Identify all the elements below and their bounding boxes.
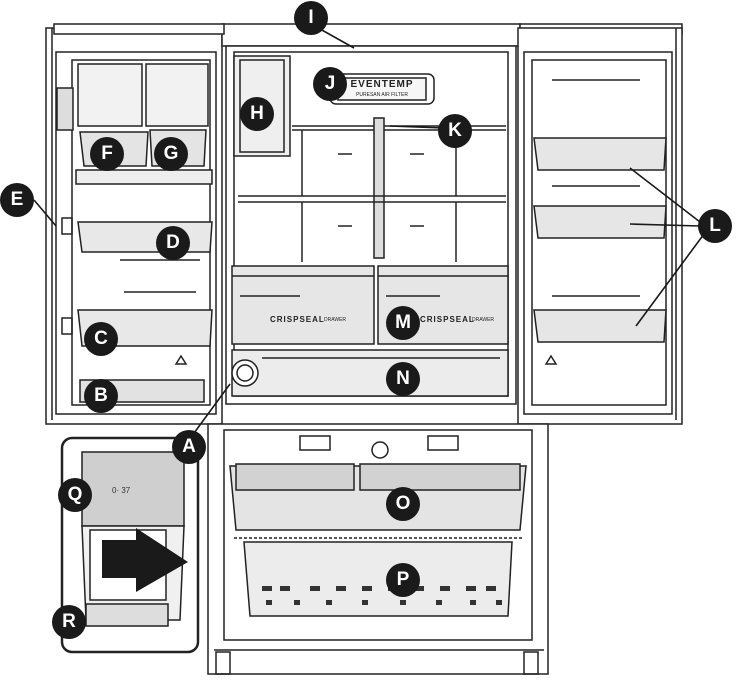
callout-a: A (172, 430, 206, 464)
callout-d: D (156, 226, 190, 260)
filter-brand-label: EVENTEMP (350, 79, 414, 90)
callout-p: P (386, 563, 420, 597)
right-drawer-brand-label: CRISPSEAL (420, 315, 475, 324)
callout-j: J (313, 67, 347, 101)
callout-h: H (240, 97, 274, 131)
callout-q: Q (58, 478, 92, 512)
callout-g: G (154, 137, 188, 171)
callout-b: B (84, 379, 118, 413)
left-drawer-sub-label: DRAWER (324, 317, 347, 323)
right-door (517, 27, 683, 425)
dispenser-display-readout: 0· 37 (112, 486, 131, 495)
left-door (45, 27, 223, 425)
callout-o: O (386, 487, 420, 521)
callout-c: C (84, 322, 118, 356)
callout-k: K (438, 114, 472, 148)
left-drawer-brand-label: CRISPSEAL (270, 315, 325, 324)
callout-m: M (386, 306, 420, 340)
right-drawer-sub-label: DRAWER (472, 317, 495, 323)
callout-e: E (0, 183, 34, 217)
filter-sub-label: PURESAN AIR FILTER (356, 92, 408, 98)
callout-i: I (294, 1, 328, 35)
callout-r: R (52, 605, 86, 639)
fresh-food-cabinet (225, 45, 517, 405)
freezer-compartment (207, 423, 549, 675)
callout-f: F (90, 137, 124, 171)
callout-l: L (698, 209, 732, 243)
callout-n: N (386, 362, 420, 396)
